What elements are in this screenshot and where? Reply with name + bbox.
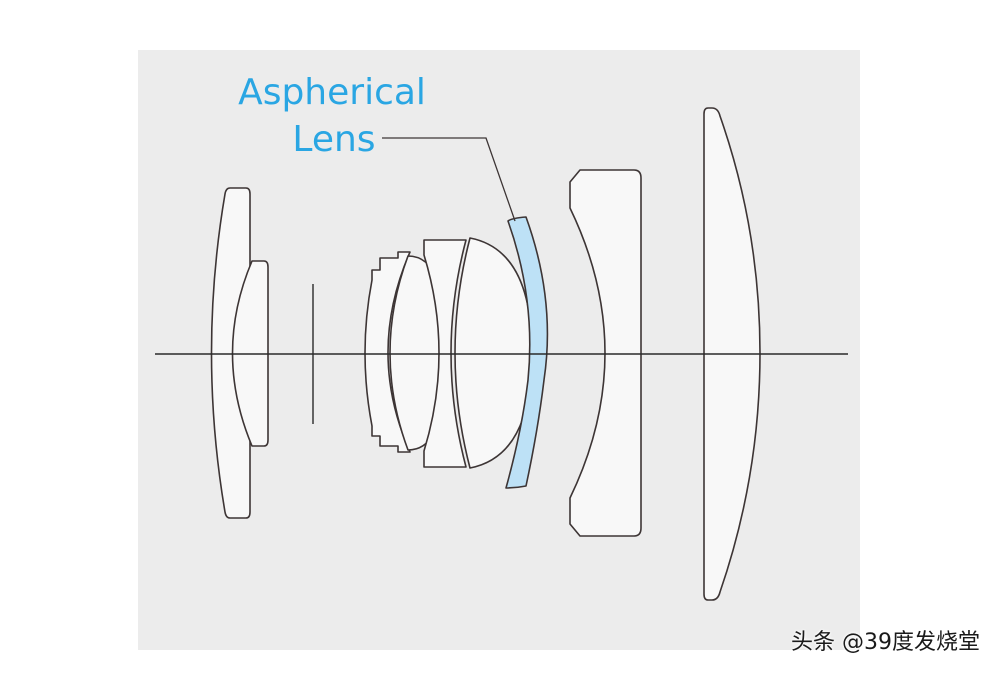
watermark-text: 头条 @39度发烧堂	[791, 630, 980, 655]
annotation-label-aspherical: Aspherical	[238, 72, 426, 113]
lens-element-3	[364, 251, 411, 453]
lens-element-1	[210, 187, 251, 519]
lens-element-8	[569, 169, 642, 537]
aspherical-lens-element	[505, 216, 549, 489]
annotation-label-lens: Lens	[292, 119, 375, 160]
lens-element-6	[454, 237, 533, 469]
annotation-leader-line	[382, 137, 516, 222]
